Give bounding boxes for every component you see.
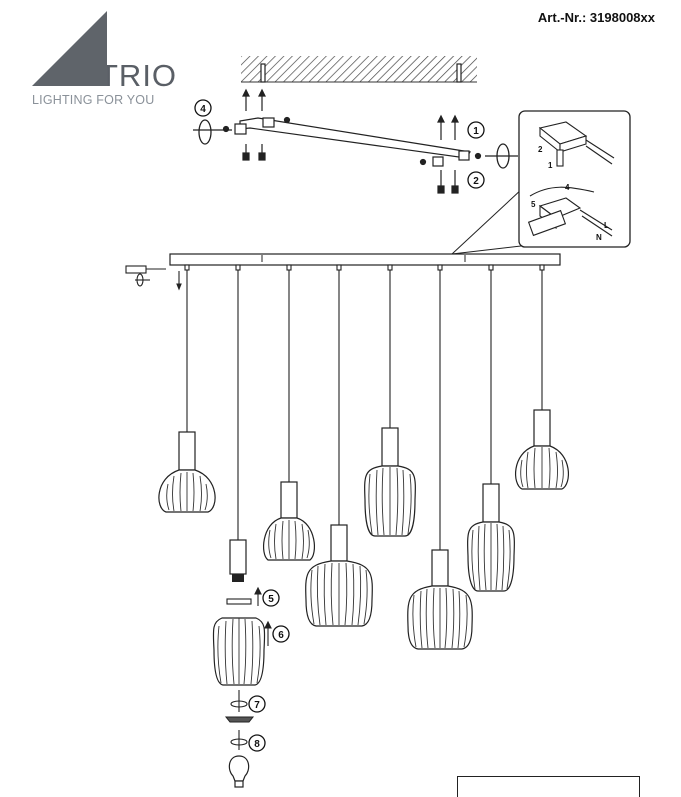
detail-callout-2: 2 <box>538 145 543 154</box>
step-7-label: 7 <box>254 700 260 711</box>
bracket-screws-right <box>419 114 482 194</box>
shade-ribs <box>166 447 564 685</box>
shade-ring <box>224 716 255 723</box>
step-4-label: 4 <box>200 104 206 115</box>
wiring-detail-inset <box>451 110 631 255</box>
wire-label-l: L <box>604 221 609 230</box>
ring-part <box>226 586 272 646</box>
canopy-bar <box>169 253 561 266</box>
brand-name: TRIO <box>99 58 178 93</box>
brand-tagline: LIGHTING FOR YOU <box>32 93 155 107</box>
article-number: Art.-Nr.: 3198008xx <box>537 10 655 25</box>
detail-callout-4: 4 <box>565 183 570 192</box>
socket-holders <box>178 409 551 587</box>
step-6-label: 6 <box>278 630 284 641</box>
glass-shades <box>158 445 569 686</box>
label-box <box>457 776 640 797</box>
socket-thread <box>232 574 244 582</box>
detail-callout-1: 1 <box>548 161 553 170</box>
step-8-label: 8 <box>254 739 260 750</box>
rotation-arrows-lower <box>230 690 248 750</box>
step-2-label: 2 <box>473 176 479 187</box>
mounting-bracket <box>234 117 472 167</box>
canopy-screws <box>261 255 466 262</box>
step-5-label: 5 <box>268 594 274 605</box>
light-bulb-icon <box>228 755 250 788</box>
ceiling-surface <box>241 56 477 82</box>
step-1-label: 1 <box>473 126 479 137</box>
rotation-arrows <box>193 119 518 169</box>
detail-callout-5: 5 <box>531 200 536 209</box>
wire-label-n: N <box>596 233 602 242</box>
side-screw <box>125 265 182 291</box>
ceiling-dowels <box>260 63 462 83</box>
logo-triangle <box>32 11 107 86</box>
pendant-cables <box>184 264 545 550</box>
